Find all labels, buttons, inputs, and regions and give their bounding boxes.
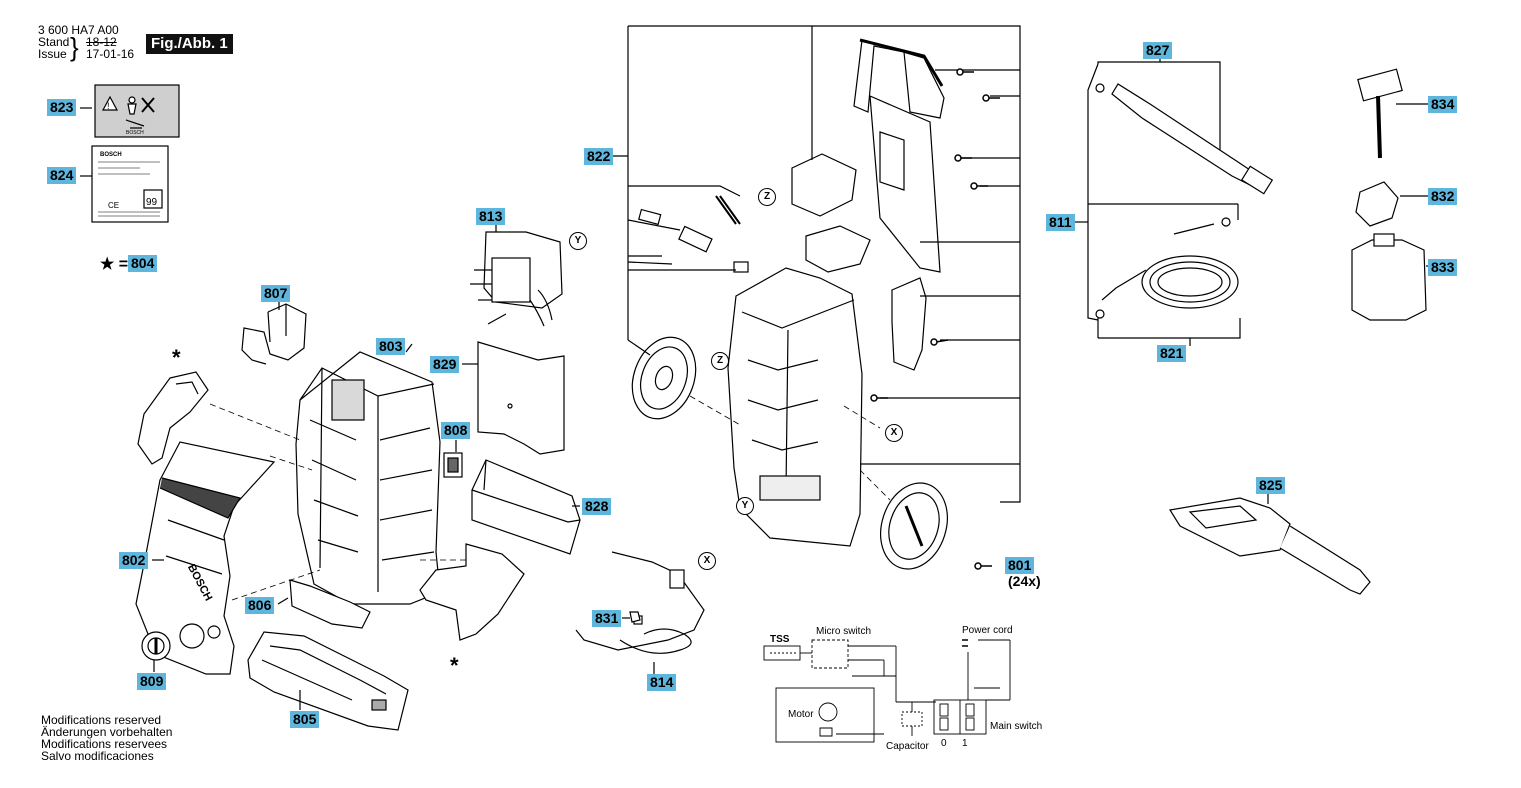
part-label-805: 805 [290,711,320,728]
star-marker-upper: * [172,345,181,370]
wheel-left [631,336,697,420]
stand-label: Stand [38,35,70,49]
part-label-801: 801 [1005,557,1035,574]
ref-circle-z-lower: Z [711,352,729,370]
power-cord-814 [575,551,705,654]
part-label-831: 831 [592,610,622,627]
footer-line-2: Änderungen vorbehalten [41,725,173,739]
footer-line-1: Modifications reserved [41,713,162,727]
wiring-pos-0: 0 [941,738,947,749]
svg-text:!: ! [107,101,110,111]
part-label-827: 827 [1143,42,1173,59]
foam-828 [471,459,581,555]
bracket-807 [241,302,307,365]
ref-circle-y-lower: Y [736,497,754,515]
doc-number: 3 600 HA7 A00 [38,23,119,37]
wiring-motor: Motor [788,709,814,720]
part-label-806: 806 [245,597,275,614]
detergent-tank-833 [1351,233,1430,321]
ref-circle-z-upper: Z [758,188,776,206]
brace-icon: } [70,32,79,62]
figure-title: Fig./Abb. 1 [146,34,233,54]
part-label-829: 829 [430,356,460,373]
footer-line-3: Modifications reservees [41,737,168,751]
handle [853,38,945,273]
label-823-brand: BOSCH [126,130,144,136]
star-marker-lower: * [450,653,459,678]
front-cover-802: BOSCH [135,441,276,675]
part-label-833: 833 [1428,259,1458,276]
stand-value: 18-12 [86,35,117,49]
screws [870,68,1000,570]
wiring-micro-switch: Micro switch [816,626,872,637]
cover-part-804-upper [137,371,209,465]
star-note-symbol: ★ = [100,256,129,273]
ref-circle-x-cord: X [698,552,716,570]
part-label-802: 802 [119,552,149,569]
part-label-824: 824 [47,167,77,184]
rating-label-824: BOSCH CE 99 [91,145,169,223]
knob-809 [141,631,171,661]
hose-821 [1095,217,1239,319]
wiring-main-switch: Main switch [990,721,1043,732]
ref-circle-x-frame: X [885,424,903,442]
part-label-813: 813 [476,208,506,225]
wiring-tss: TSS [770,634,790,645]
handle-grip-upper [791,153,857,217]
part-label-828: 828 [582,498,612,515]
side-bracket [891,277,927,371]
housing-803 [295,351,441,605]
wheel-right [880,482,948,570]
part-label-814: 814 [647,674,677,691]
cap-832 [1355,181,1399,227]
svg-text:CE: CE [108,201,119,210]
warning-label-823: ! BOSCH [94,84,180,138]
cover-829 [477,341,565,455]
nozzle-834 [1357,68,1430,159]
issue-value: 17-01-16 [86,47,135,61]
wiring-pos-1: 1 [962,738,968,749]
part-label-832: 832 [1428,188,1458,205]
bottom-panel-806 [289,579,371,629]
clip-831 [629,611,641,623]
part-label-821: 821 [1157,345,1187,362]
part-label-822: 822 [584,148,614,165]
part-label-807: 807 [261,285,291,302]
part-label-803: 803 [376,338,406,355]
lever-part [678,225,713,253]
issue-label: Issue [38,47,67,61]
ref-circle-y-upper: Y [569,232,587,250]
footer-line-4: Salvo modificaciones [41,749,154,763]
wiring-diagram [763,639,1011,743]
part-label-823: 823 [47,99,77,116]
part-label-825: 825 [1256,477,1286,494]
part-label-809: 809 [137,673,167,690]
base-805 [247,631,409,731]
part-label-808: 808 [441,422,471,439]
svg-text:BOSCH: BOSCH [100,152,122,158]
wiring-capacitor: Capacitor [886,741,929,752]
part-801-quantity: (24x) [1008,573,1041,589]
svg-text:99: 99 [146,197,158,208]
lance-827 [1095,83,1274,195]
part-label-834: 834 [1428,96,1458,113]
wiring-power-cord: Power cord [962,625,1013,636]
part-label-804: 804 [128,255,158,272]
cover-part-804-lower [419,543,525,641]
part-label-811: 811 [1046,214,1075,231]
frame [727,267,863,547]
spray-gun-825 [1169,488,1371,595]
motor-switch-813 [470,231,563,327]
handle-grip-lower [805,225,871,273]
